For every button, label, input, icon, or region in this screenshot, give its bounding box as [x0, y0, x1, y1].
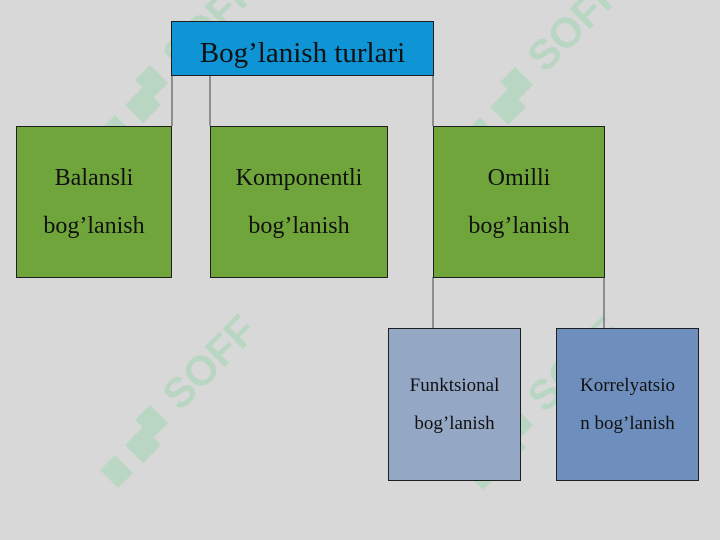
node-komponentli-text: Komponentli bog’lanish [236, 154, 363, 250]
diagram-title-box: Bog’lanish turlari [171, 21, 434, 76]
node-balansli-line1: Balansli [54, 165, 134, 191]
node-korrelyatsion: Korrelyatsio n bog’lanish [556, 328, 699, 481]
node-korrelyatsion-line2: n bog’lanish [580, 412, 675, 434]
node-omilli-line1: Omilli [487, 165, 551, 191]
node-funktsional-line2: bog’lanish [414, 412, 495, 434]
node-omilli-text: Omilli bog’lanish [468, 154, 569, 250]
watermark-text-2: SOFF [518, 0, 630, 80]
node-balansli: Balansli bog’lanish [16, 126, 172, 278]
node-komponentli-line2: bog’lanish [248, 213, 350, 239]
watermark-bottom-left: SOFF [100, 306, 266, 488]
node-korrelyatsion-text: Korrelyatsio n bog’lanish [580, 367, 675, 443]
node-omilli: Omilli bog’lanish [433, 126, 605, 278]
node-funktsional-line1: Funktsional [409, 374, 500, 396]
node-balansli-line2: bog’lanish [43, 213, 145, 239]
node-balansli-text: Balansli bog’lanish [43, 154, 144, 250]
node-komponentli: Komponentli bog’lanish [210, 126, 388, 278]
node-omilli-line2: bog’lanish [468, 213, 570, 239]
diagram-title: Bog’lanish turlari [199, 37, 406, 69]
watermark-text-3: SOFF [153, 306, 265, 418]
node-funktsional: Funktsional bog’lanish [388, 328, 521, 481]
node-funktsional-text: Funktsional bog’lanish [410, 367, 500, 443]
node-korrelyatsion-line1: Korrelyatsio [580, 374, 675, 396]
node-komponentli-line1: Komponentli [235, 165, 363, 191]
